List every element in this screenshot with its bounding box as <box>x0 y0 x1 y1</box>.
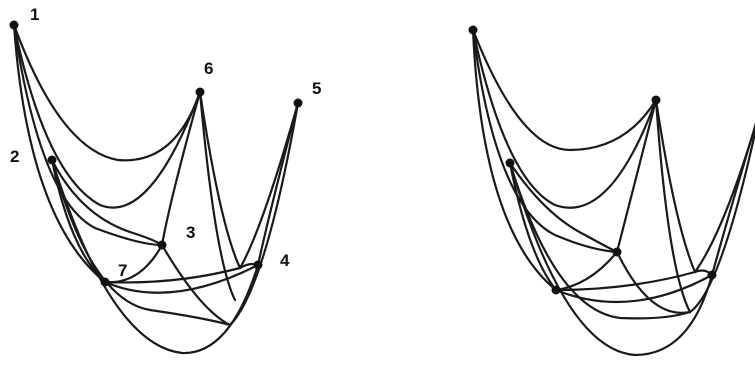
r-node-6 <box>651 95 661 105</box>
r-node-2 <box>505 158 515 168</box>
left-nodes <box>9 20 303 287</box>
right-network <box>468 25 755 357</box>
r-curve-2-3 <box>508 161 619 254</box>
curve-6-4-b <box>198 90 237 302</box>
r-curve-3-4 <box>615 250 692 314</box>
left-node-labels: 1 2 3 4 5 6 7 <box>10 5 321 280</box>
node-4 <box>253 260 263 270</box>
left-curves <box>12 23 300 355</box>
r-curve-2-bottom-2 <box>508 161 714 357</box>
curve-7-bottom <box>103 266 242 284</box>
r-node-3 <box>612 247 622 257</box>
curve-5-down-1 <box>238 101 300 270</box>
r-node-4 <box>707 270 717 280</box>
node-3 <box>157 240 167 250</box>
node-label-2: 2 <box>10 147 19 166</box>
r-curve-7-bottom <box>554 270 697 292</box>
r-curve-6-3 <box>615 98 658 254</box>
r-curve-7-bottom-2 <box>554 273 714 304</box>
curve-2-7 <box>50 158 107 284</box>
node-7 <box>100 277 110 287</box>
r-curve-3-7 <box>554 250 619 292</box>
curve-3-4 <box>160 243 232 327</box>
r-curve-6-4-b <box>654 98 692 314</box>
curve-1-6-mid <box>12 23 202 209</box>
curve-7-bottom-2 <box>103 263 260 294</box>
curve-1-6-upper <box>12 23 202 162</box>
curve-2-bottom-1 <box>50 158 232 327</box>
node-6 <box>195 87 205 97</box>
r-curve-6-4-a <box>654 98 697 274</box>
r-curve-1-3 <box>471 28 619 254</box>
node-label-4: 4 <box>280 251 290 270</box>
node-label-1: 1 <box>30 5 39 24</box>
r-node-1 <box>468 25 478 35</box>
node-1 <box>9 20 19 30</box>
node-label-7: 7 <box>118 261 127 280</box>
curve-2-3 <box>50 158 164 247</box>
node-label-5: 5 <box>312 79 321 98</box>
r-curve-2-bottom-1 <box>508 161 692 320</box>
r-curve-5-down-2 <box>688 127 755 314</box>
r-curve-5-down-1 <box>693 122 755 274</box>
right-curves <box>471 28 755 357</box>
curve-3-7 <box>103 243 164 284</box>
r-curve-1-7 <box>471 28 558 292</box>
curve-6-4-a <box>198 90 242 270</box>
curve-1-3 <box>12 23 164 247</box>
r-curve-1-6-upper <box>471 28 658 152</box>
right-nodes <box>468 25 717 295</box>
node-2 <box>47 155 57 165</box>
curve-5-down-2 <box>228 101 300 327</box>
r-curve-1-6-mid <box>471 28 658 209</box>
r-node-7 <box>551 285 561 295</box>
curve-6-3 <box>160 90 202 247</box>
curve-1-7 <box>12 23 107 284</box>
left-network: 1 2 3 4 5 6 7 <box>9 5 321 355</box>
node-label-3: 3 <box>186 223 195 242</box>
r-curve-2-7 <box>508 161 558 292</box>
node-label-6: 6 <box>204 59 213 78</box>
node-5 <box>293 98 303 108</box>
